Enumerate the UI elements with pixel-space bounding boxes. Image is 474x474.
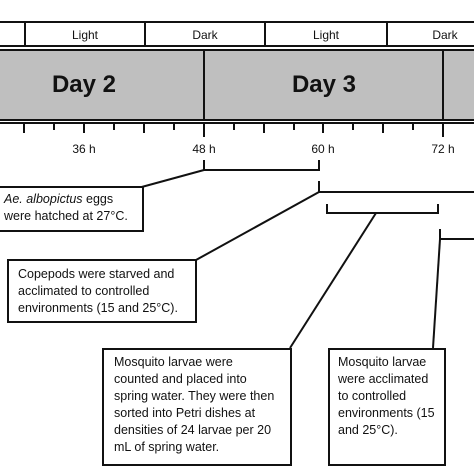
connector-hatch — [137, 169, 205, 189]
bracket-48-60 — [203, 160, 320, 171]
connector-larvae-acclim — [432, 238, 441, 349]
note-larvae-sort: Mosquito larvae were counted and placed … — [102, 348, 292, 466]
note-copepods: Copepods were starved and acclimated to … — [7, 259, 197, 323]
phase-label: Dark — [192, 28, 218, 42]
tick-label: 36 h — [72, 142, 95, 156]
phase-label: Light — [313, 28, 340, 42]
note-larvae-acclim-text: Mosquito larvae were acclimated to contr… — [338, 355, 435, 437]
connector-larvae-sort — [289, 212, 377, 349]
axis-ticks — [23, 123, 444, 137]
day-label: Day 2 — [52, 71, 116, 98]
connector-copepods — [195, 191, 320, 261]
phase-label: Dark — [432, 28, 458, 42]
bracket-60-plus — [318, 181, 474, 193]
tick-label: 48 h — [192, 142, 215, 156]
note-hatch: Ae. albopictus eggs were hatched at 27°C… — [0, 186, 144, 232]
tick-label: 72 h — [431, 142, 454, 156]
species-name: Ae. albopictus — [4, 192, 83, 206]
bracket-larvae-sort — [326, 204, 439, 214]
bracket-larvae-acclim — [439, 229, 474, 240]
day-label: Day 3 — [292, 71, 356, 98]
tick-label: 60 h — [311, 142, 334, 156]
note-copepods-text: Copepods were starved and acclimated to … — [18, 267, 178, 315]
note-larvae-acclim: Mosquito larvae were acclimated to contr… — [328, 348, 446, 466]
day-band — [0, 49, 474, 121]
phase-label: Light — [72, 28, 99, 42]
note-hatch-line2: were hatched at 27°C. — [4, 209, 128, 223]
note-hatch-line1: eggs — [82, 192, 114, 206]
light-dark-band — [0, 21, 474, 47]
note-larvae-sort-text: Mosquito larvae were counted and placed … — [114, 355, 275, 454]
